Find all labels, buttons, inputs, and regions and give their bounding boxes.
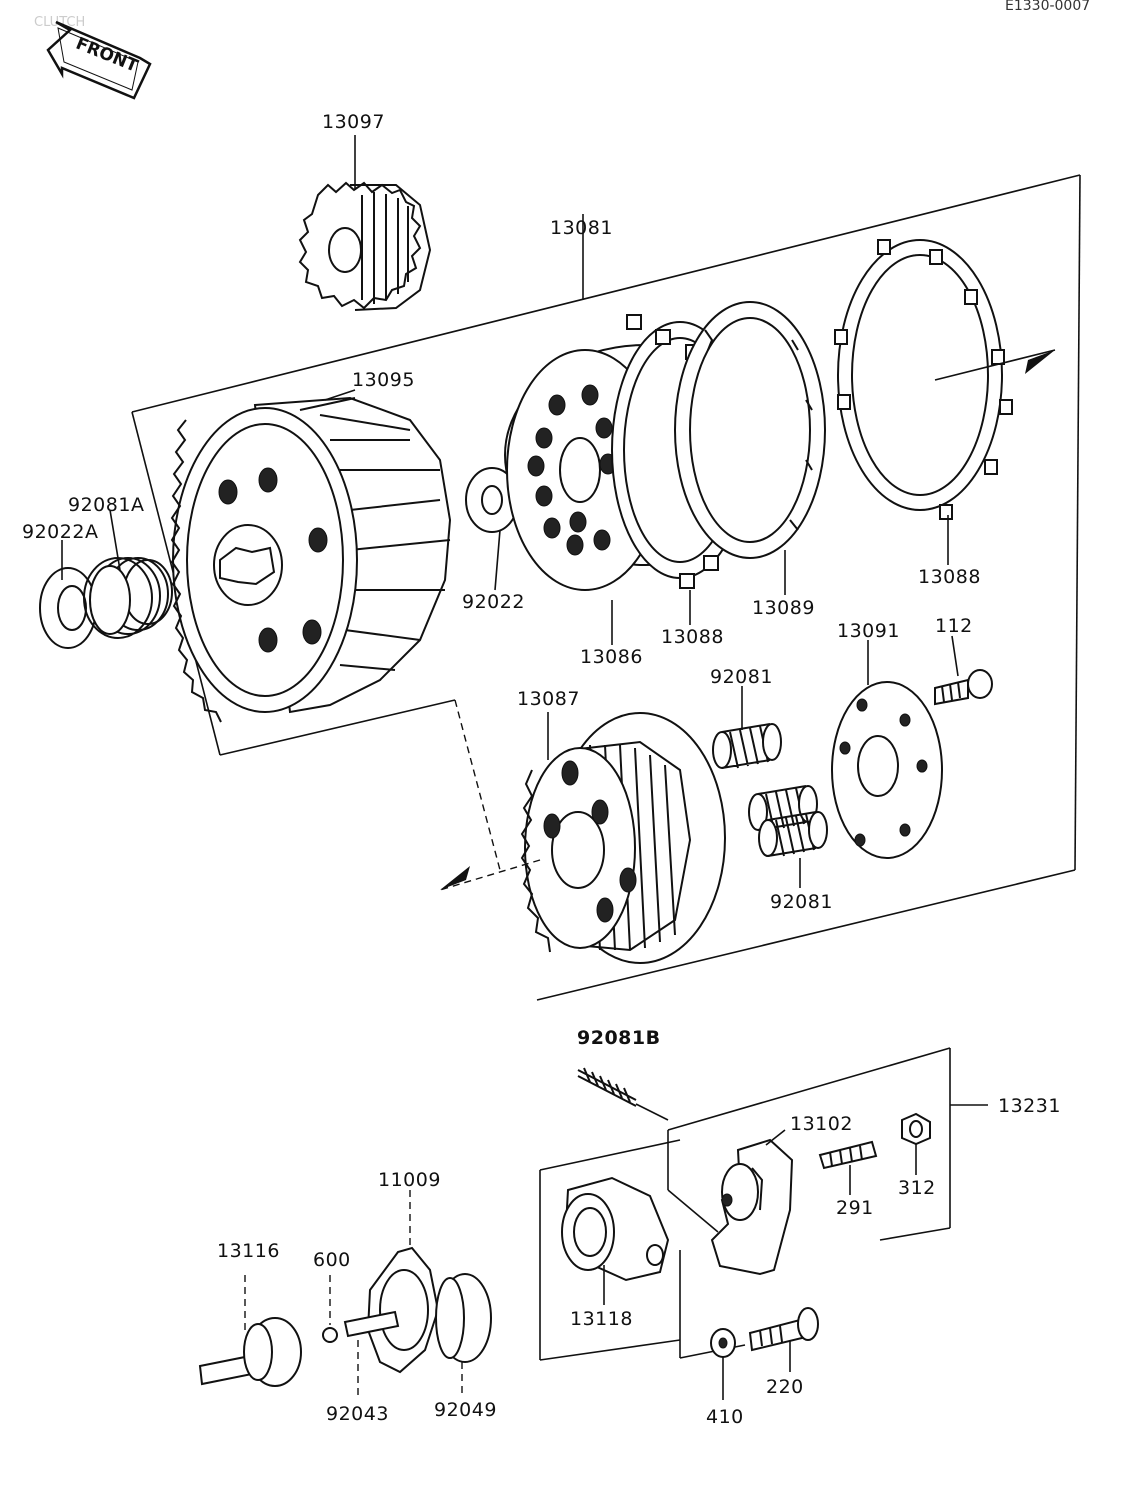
spring-92081B [577, 1067, 669, 1121]
label-92081-top: 92081 [710, 666, 773, 688]
front-arrow-icon: FRONT [46, 20, 152, 100]
label-220: 220 [766, 1376, 804, 1398]
rod-92043 [343, 1310, 400, 1400]
label-13116: 13116 [217, 1240, 280, 1262]
label-600: 600 [313, 1249, 351, 1271]
label-112: 112 [935, 615, 973, 637]
label-13086: 13086 [580, 646, 643, 668]
label-11009: 11009 [378, 1169, 441, 1191]
clutch-springs-92081 [712, 723, 828, 857]
label-92081B: 92081B [577, 1027, 661, 1049]
leader-lines [61, 135, 959, 1400]
label-92081-bottom: 92081 [770, 891, 833, 913]
gasket-11009 [366, 1190, 440, 1374]
label-13091: 13091 [837, 620, 900, 642]
spring-92081A [83, 557, 173, 639]
label-13088-right: 13088 [918, 566, 981, 588]
label-13231: 13231 [998, 1095, 1061, 1117]
friction-plate-13088-right [834, 239, 1056, 520]
clutch-housing-13095 [170, 396, 452, 723]
stud-291 [818, 1140, 878, 1170]
release-lever-13102 [667, 1130, 794, 1276]
clutch-hub-13087 [439, 712, 726, 964]
release-cover-13118 [561, 1176, 670, 1282]
label-13087: 13087 [517, 688, 580, 710]
axis-line [454, 699, 501, 871]
pushrod-13116 [198, 1275, 302, 1387]
label-13089: 13089 [752, 597, 815, 619]
label-92043: 92043 [326, 1403, 389, 1425]
label-13102: 13102 [790, 1113, 853, 1135]
spring-plate-13091 [831, 681, 943, 859]
seal-92049 [435, 1273, 492, 1396]
diagram-code: E1330-0007 [1005, 0, 1090, 14]
gear-13097 [298, 181, 432, 311]
label-13097: 13097 [322, 111, 385, 133]
washer-410 [710, 1328, 736, 1358]
label-13118: 13118 [570, 1308, 633, 1330]
label-92081A: 92081A [68, 494, 144, 516]
label-92022: 92022 [462, 591, 525, 613]
ball-600 [322, 1275, 338, 1343]
label-13088-middle: 13088 [661, 626, 724, 648]
bolt-112 [934, 669, 993, 706]
label-13081: 13081 [550, 217, 613, 239]
label-291: 291 [836, 1197, 874, 1219]
label-13095: 13095 [352, 369, 415, 391]
bolt-220 [748, 1307, 819, 1352]
label-92022A: 92022A [22, 521, 98, 543]
nut-312 [901, 1112, 931, 1146]
label-312: 312 [898, 1177, 936, 1199]
steel-plate-13089 [674, 301, 826, 559]
washer-92022A [39, 567, 97, 649]
label-410: 410 [706, 1406, 744, 1428]
label-92049: 92049 [434, 1399, 497, 1421]
